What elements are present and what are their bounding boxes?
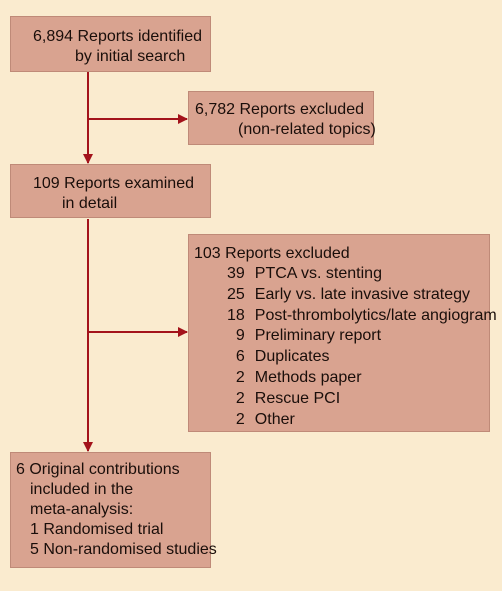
- exclusion-reason-row: 18 Post-thrombolytics/late angiogram: [227, 306, 497, 327]
- reason-label: Early vs. late invasive strategy: [254, 285, 470, 303]
- box-excluded-non-related: 6,782 Reports excluded (non-related topi…: [188, 91, 376, 145]
- reason-count: 2: [235, 368, 245, 386]
- reason-label: Rescue PCI: [254, 389, 341, 407]
- reason-count: 6: [235, 348, 245, 366]
- exclusion-reason-row: 9 Preliminary report: [227, 326, 497, 347]
- reason-label: Duplicates: [254, 348, 330, 366]
- reason-label: Methods paper: [254, 368, 362, 386]
- reason-label: Post-thrombolytics/late angiogram: [254, 306, 497, 324]
- reason-count: 2: [235, 410, 245, 428]
- box-excluded-2-title: 103 Reports excluded: [194, 245, 350, 262]
- exclusion-reason-row: 2 Methods paper: [227, 368, 497, 389]
- box-excluded-1-line1: 6,782 Reports excluded: [195, 101, 364, 118]
- box-included-studies: 6 Original contributions included in the…: [10, 452, 217, 568]
- reason-count: 25: [227, 285, 245, 303]
- box-included-line5: 5 Non-randomised studies: [30, 541, 217, 558]
- exclusion-reason-row: 6 Duplicates: [227, 347, 497, 368]
- reason-count: 2: [235, 389, 245, 407]
- box-examined-line2: in detail: [62, 195, 118, 212]
- exclusion-reason-row: 2 Rescue PCI: [227, 389, 497, 410]
- exclusion-reason-row: 39 PTCA vs. stenting: [227, 264, 497, 285]
- reason-count: 18: [227, 306, 245, 324]
- reason-count: 9: [235, 327, 245, 345]
- box-excluded-reasons: 103 Reports excluded 39 PTCA vs. stentin…: [188, 234, 497, 432]
- reason-label: Other: [254, 410, 295, 428]
- box-initial-line2: by initial search: [75, 48, 186, 65]
- box-initial-search: 6,894 Reports identified by initial sear…: [10, 16, 211, 72]
- box-examined: 109 Reports examined in detail: [10, 164, 211, 218]
- exclusion-reasons-list: 39 PTCA vs. stenting 25 Early vs. late i…: [227, 264, 497, 430]
- box-excluded-1-line2: (non-related topics): [238, 121, 376, 138]
- reason-label: Preliminary report: [254, 327, 382, 345]
- reason-label: PTCA vs. stenting: [254, 265, 382, 282]
- box-initial-line1: 6,894 Reports identified: [33, 28, 202, 45]
- reason-count: 39: [227, 265, 245, 282]
- box-included-line3: meta-analysis:: [30, 501, 134, 518]
- exclusion-reason-row: 2 Other: [227, 410, 497, 431]
- exclusion-reason-row: 25 Early vs. late invasive strategy: [227, 285, 497, 306]
- box-included-line1: 6 Original contributions: [16, 461, 180, 478]
- box-included-line4: 1 Randomised trial: [30, 521, 164, 538]
- box-included-line2: included in the: [30, 481, 134, 498]
- box-examined-line1: 109 Reports examined: [33, 175, 194, 192]
